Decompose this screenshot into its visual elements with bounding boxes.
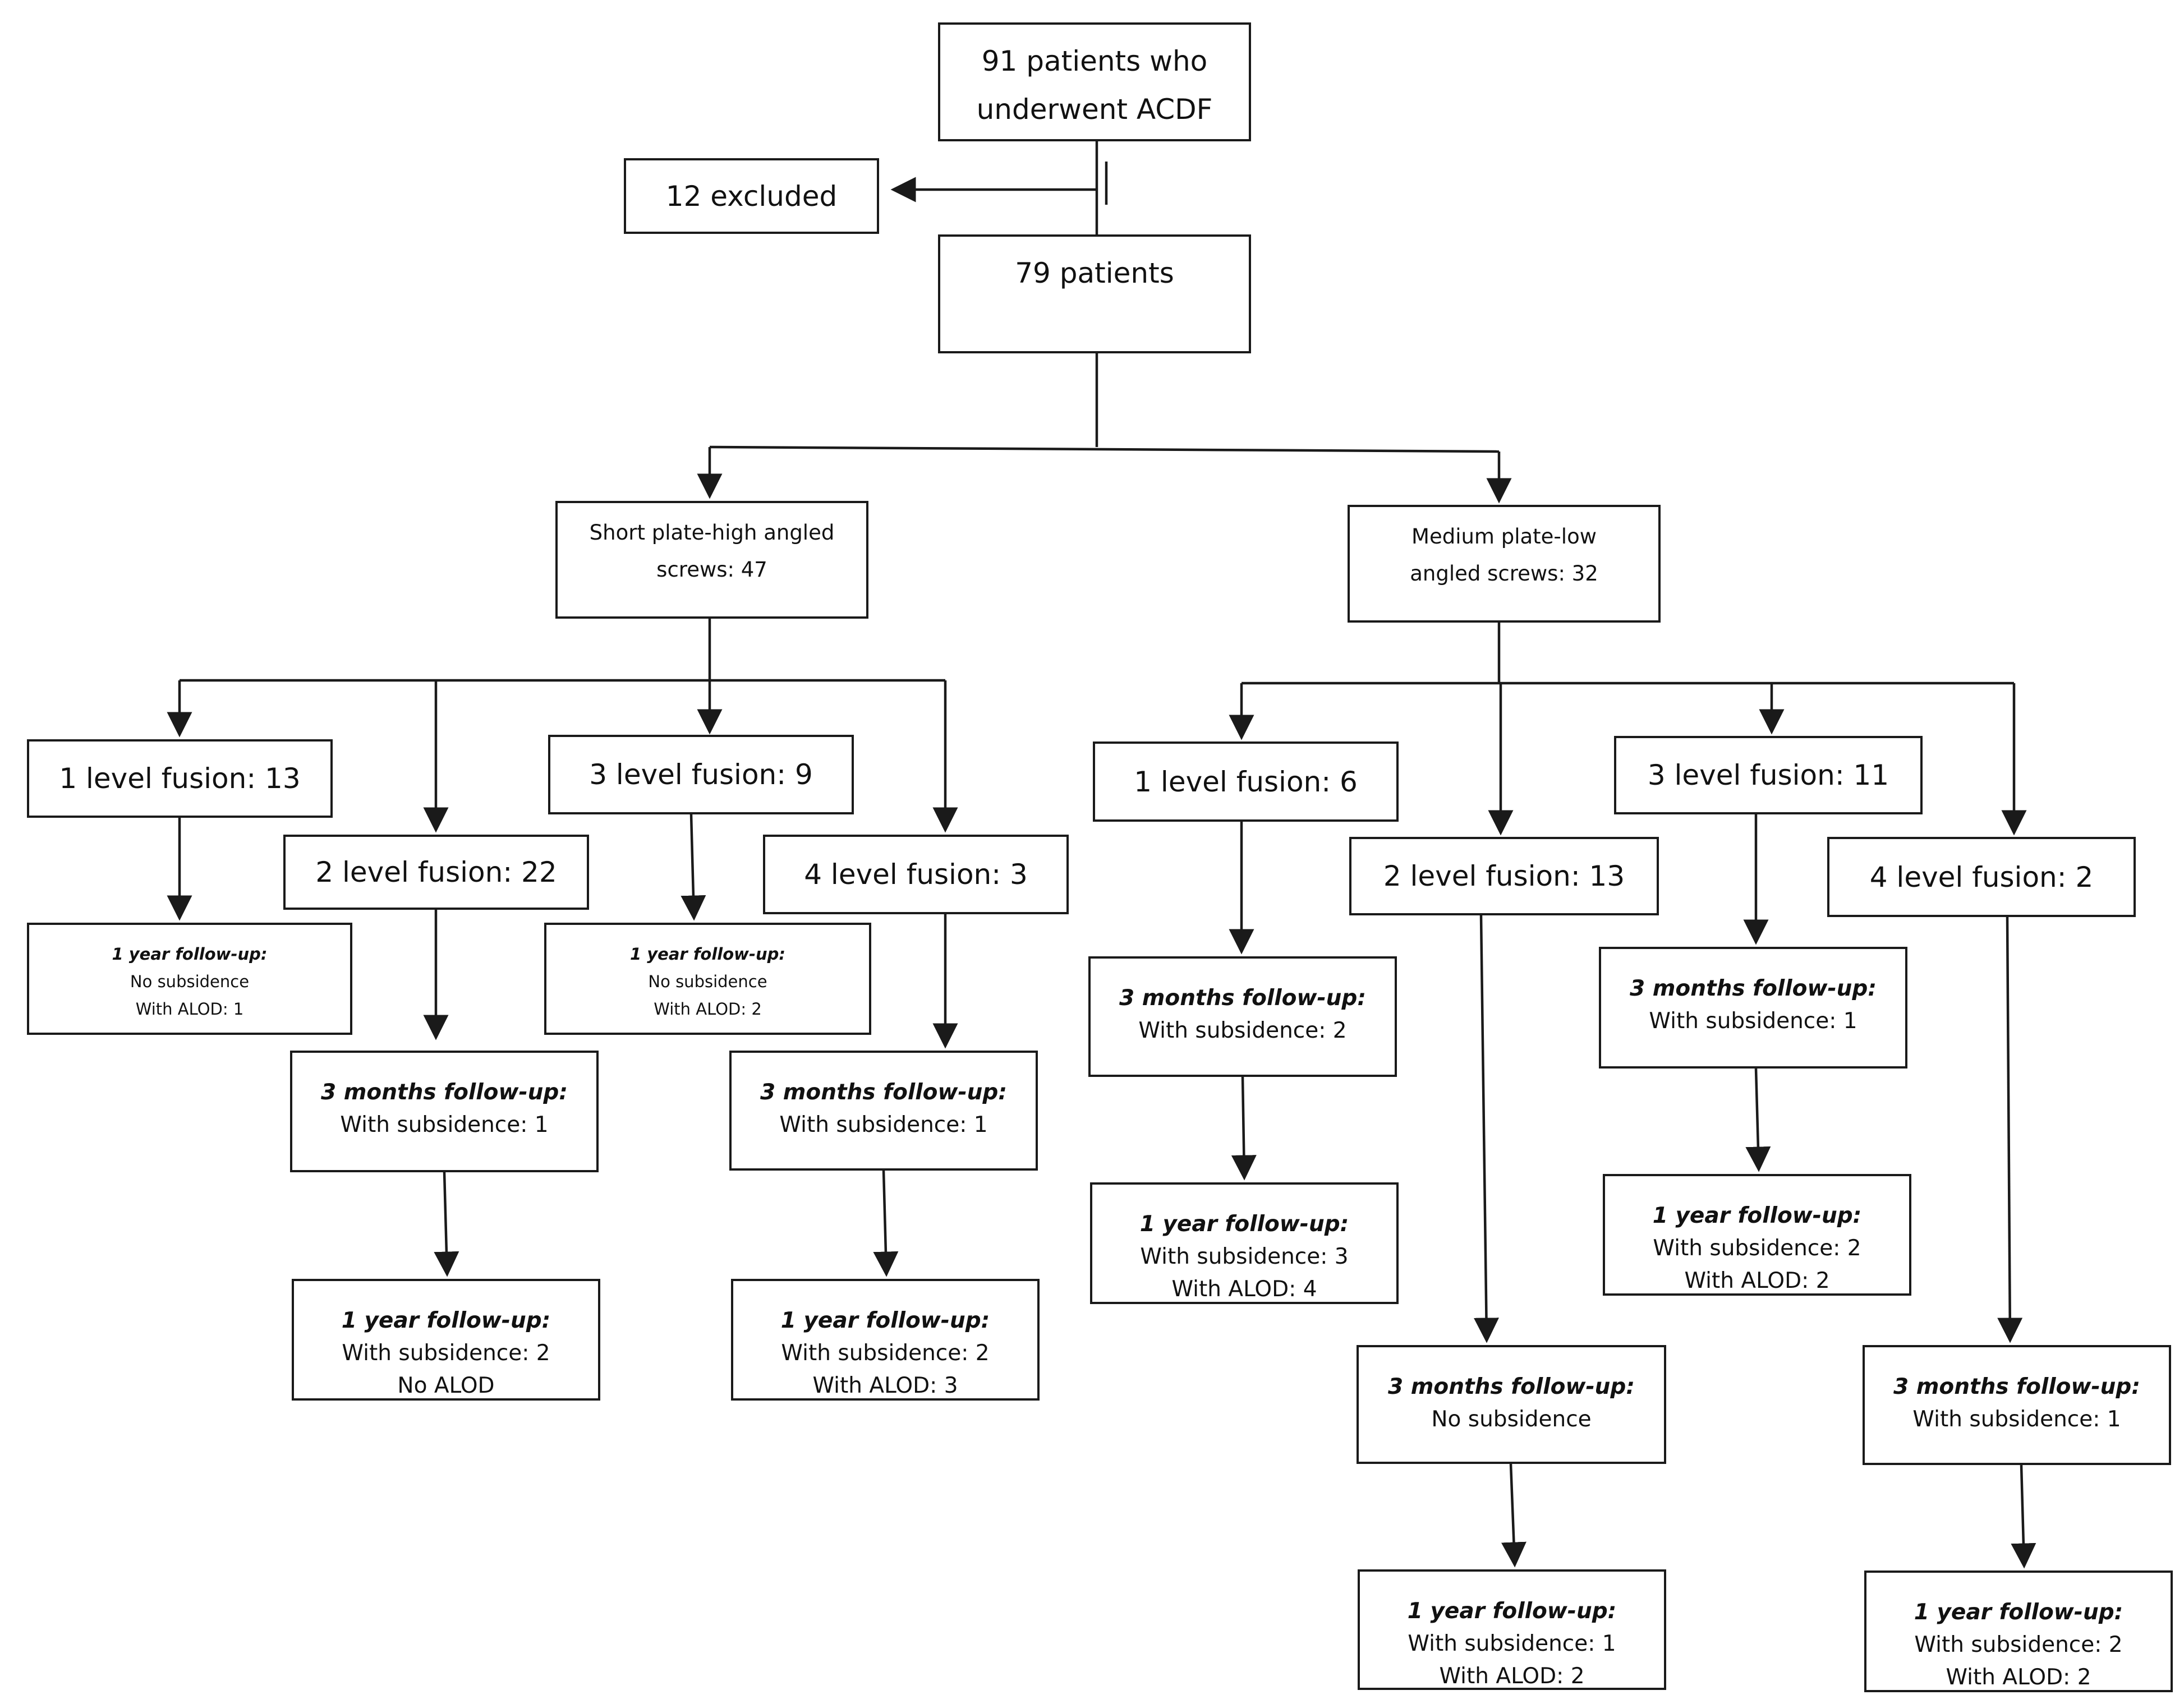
followup-heading: 1 year follow-up: [1914,1600,2123,1625]
box-medium-l1-1yr-followup: 1 year follow-up: With subsidence: 3 Wit… [1090,1182,1399,1304]
followup-line: With subsidence: 1 [340,1112,549,1137]
box-group-medium-plate: Medium plate-low angled screws: 32 [1348,505,1661,623]
box-short-level-2: 2 level fusion: 22 [283,835,589,910]
followup-line: With ALOD: 2 [1439,1664,1585,1689]
box-short-l4-3mo-followup: 3 months follow-up: With subsidence: 1 [729,1051,1038,1171]
box-medium-l4-1yr-followup: 1 year follow-up: With subsidence: 2 Wit… [1864,1571,2173,1692]
box-medium-l2-1yr-followup: 1 year follow-up: With subsidence: 1 Wit… [1358,1569,1666,1690]
followup-line: With subsidence: 2 [1914,1632,2123,1657]
followup-line: With subsidence: 1 [1649,1008,1857,1034]
followup-line: No subsidence [130,972,250,991]
box-short-level-4: 4 level fusion: 3 [763,835,1069,914]
box-short-level-1: 1 level fusion: 13 [27,739,333,818]
total-line-1: 91 patients who [981,45,1208,77]
box-remaining-patients: 79 patients [938,234,1251,353]
followup-line: With subsidence: 3 [1140,1244,1349,1269]
box-short-l2-3mo-followup: 3 months follow-up: With subsidence: 1 [290,1051,599,1172]
arrow-short-l3-to-1yr [681,814,706,921]
arrow-medium-l2-to-3mo [1473,915,1499,1343]
followup-heading: 1 year follow-up: [780,1308,990,1333]
followup-line: With subsidence: 1 [1408,1631,1616,1656]
box-total-patients: 91 patients who underwent ACDF [938,22,1251,141]
followup-line: With ALOD: 3 [812,1373,958,1398]
box-short-l2-1yr-followup: 1 year follow-up: With subsidence: 2 No … [292,1279,600,1401]
level-label: 3 level fusion: 11 [1647,759,1889,791]
arrow-medium-l4-3mo-to-1yr [2011,1464,2036,1569]
followup-heading: 1 year follow-up: [1139,1212,1349,1237]
connector-group-bus [709,445,1500,453]
level-label: 1 level fusion: 6 [1134,765,1358,798]
box-medium-l4-3mo-followup: 3 months follow-up: With subsidence: 1 [1863,1345,2171,1465]
level-label: 2 level fusion: 13 [1383,860,1625,892]
box-excluded: 12 excluded [624,158,879,234]
box-group-short-plate: Short plate-high angled screws: 47 [555,501,868,619]
box-medium-l1-3mo-followup: 3 months follow-up: With subsidence: 2 [1088,956,1397,1077]
box-medium-l3-3mo-followup: 3 months follow-up: With subsidence: 1 [1599,947,1907,1069]
box-medium-l2-3mo-followup: 3 months follow-up: No subsidence [1357,1345,1666,1464]
followup-heading: 3 months follow-up: [760,1080,1007,1105]
box-short-l3-1yr-followup: 1 year follow-up: No subsidence With ALO… [544,923,871,1035]
followup-line: With subsidence: 1 [779,1112,988,1137]
excluded-label: 12 excluded [665,179,838,213]
total-line-2: underwent ACDF [976,93,1213,126]
followup-heading: 1 year follow-up: [1407,1599,1617,1624]
followup-heading: 1 year follow-up: [630,945,785,964]
box-medium-l3-1yr-followup: 1 year follow-up: With subsidence: 2 Wit… [1603,1174,1911,1296]
arrow-medium-l2-3mo-to-1yr [1501,1463,1526,1568]
box-medium-level-3: 3 level fusion: 11 [1614,736,1923,814]
followup-line: With subsidence: 2 [342,1341,550,1366]
group-title-line-1: Short plate-high angled [589,521,835,545]
arrow-medium-l1-3mo-to-1yr [1231,1076,1257,1181]
group-title-line-1: Medium plate-low [1411,524,1597,549]
followup-heading: 1 year follow-up: [341,1308,551,1333]
level-label: 4 level fusion: 2 [1869,860,2094,894]
followup-heading: 3 months follow-up: [1630,976,1877,1001]
followup-line: With ALOD: 1 [135,1000,244,1019]
followup-line: No subsidence [1431,1407,1592,1432]
followup-line: No ALOD [397,1373,495,1398]
followup-line: With subsidence: 2 [1653,1236,1861,1261]
followup-line: With ALOD: 2 [654,1000,762,1019]
level-label: 3 level fusion: 9 [589,758,813,791]
followup-heading: 3 months follow-up: [1893,1374,2140,1399]
arrow-medium-l4-to-3mo [1997,917,2023,1343]
box-short-l4-1yr-followup: 1 year follow-up: With subsidence: 2 Wit… [731,1279,1040,1401]
arrow-short-l2-3mo-to-1yr [434,1172,459,1277]
box-medium-level-2: 2 level fusion: 13 [1349,837,1659,915]
box-short-l1-1yr-followup: 1 year follow-up: No subsidence With ALO… [27,923,352,1035]
followup-heading: 3 months follow-up: [1388,1374,1635,1399]
level-label: 4 level fusion: 3 [804,858,1028,891]
followup-line: With subsidence: 2 [1138,1018,1347,1043]
box-short-level-3: 3 level fusion: 9 [548,735,854,814]
followup-line: With subsidence: 1 [1912,1407,2121,1432]
level-label: 1 level fusion: 13 [59,762,301,795]
remaining-label: 79 patients [1015,257,1174,289]
group-title-line-2: screws: 47 [656,558,767,582]
box-medium-level-1: 1 level fusion: 6 [1093,742,1399,822]
followup-heading: 3 months follow-up: [321,1080,568,1105]
group-title-line-2: angled screws: 32 [1410,561,1598,586]
level-label: 2 level fusion: 22 [315,856,557,888]
followup-heading: 1 year follow-up: [112,945,268,964]
followup-line: With ALOD: 2 [1684,1268,1830,1293]
followup-line: No subsidence [648,972,767,991]
arrow-short-l4-3mo-to-1yr [873,1170,899,1277]
followup-line: With ALOD: 4 [1171,1277,1317,1302]
followup-line: With ALOD: 2 [1946,1665,2091,1690]
box-medium-level-4: 4 level fusion: 2 [1827,837,2136,917]
followup-heading: 1 year follow-up: [1652,1203,1862,1228]
followup-line: With subsidence: 2 [781,1341,990,1366]
followup-heading: 3 months follow-up: [1119,985,1366,1011]
arrow-medium-l3-3mo-to-1yr [1745,1068,1771,1172]
